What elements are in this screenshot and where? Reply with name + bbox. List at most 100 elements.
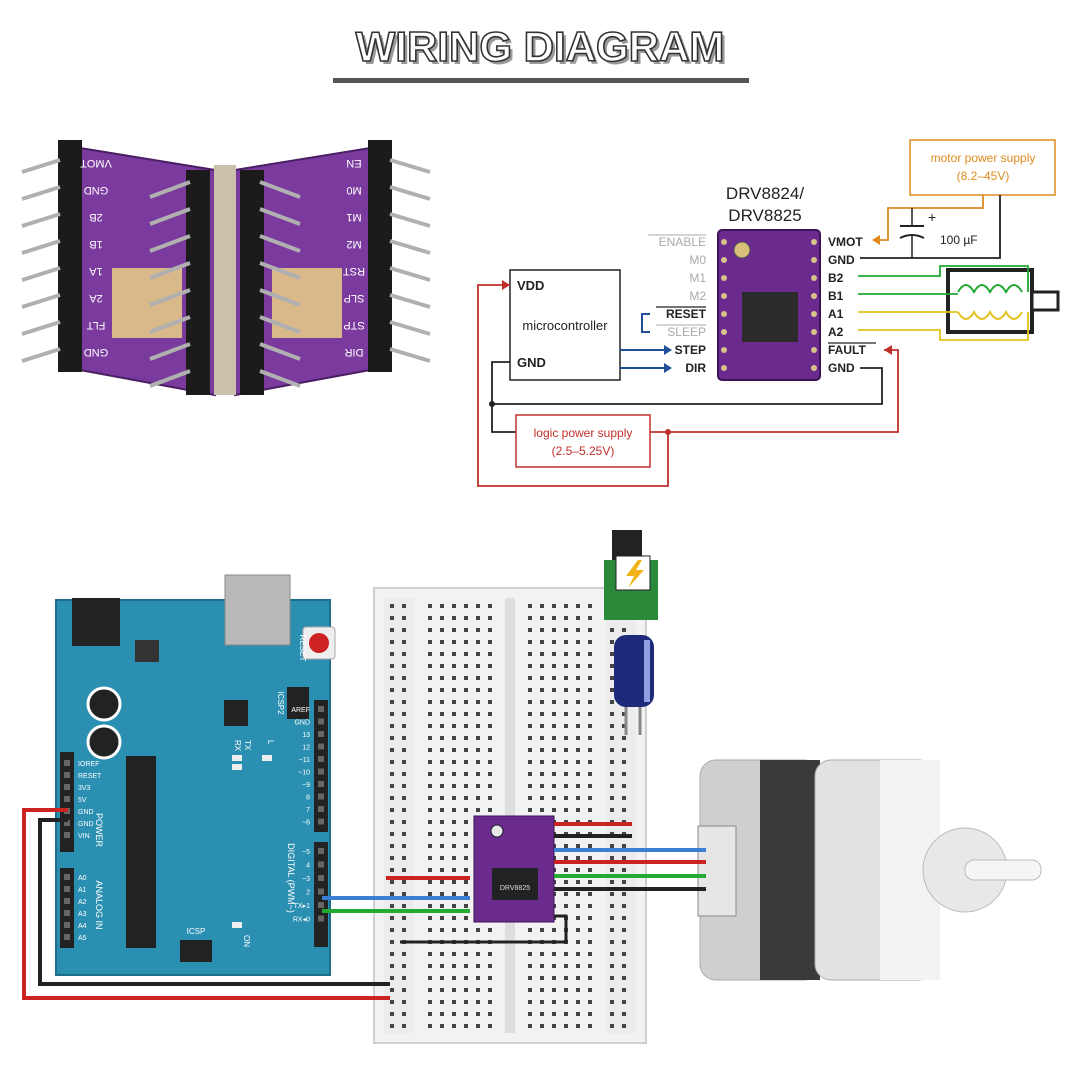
breadboard-hole	[540, 664, 544, 668]
breadboard-hole	[390, 760, 394, 764]
breadboard-hole	[488, 748, 492, 752]
breadboard-hole	[390, 916, 394, 920]
breadboard-hole	[452, 676, 456, 680]
breadboard-hole	[428, 712, 432, 716]
mcu-box	[509, 269, 621, 381]
breadboard-hole	[452, 724, 456, 728]
breadboard-hole	[564, 988, 568, 992]
chip-name-1: DRV8824/	[726, 184, 804, 203]
breadboard-hole	[528, 604, 532, 608]
board-pin-label: GND	[84, 184, 109, 196]
breadboard-hole	[622, 904, 626, 908]
breadboard-hole	[402, 616, 406, 620]
arduino-pin-label: A5	[78, 935, 87, 942]
breadboard-hole	[390, 856, 394, 860]
breadboard-hole	[528, 688, 532, 692]
header-pin	[149, 180, 191, 199]
drv-pot	[490, 824, 504, 838]
breadboard-hole	[622, 928, 626, 932]
right-pins	[259, 158, 431, 388]
breadboard-hole	[390, 664, 394, 668]
breadboard-hole	[528, 796, 532, 800]
schematic-pin-label: A1	[828, 307, 844, 321]
wire-b2	[858, 265, 1029, 292]
breadboard-hole	[622, 712, 626, 716]
breadboard-hole	[540, 640, 544, 644]
breadboard-hole	[390, 1024, 394, 1028]
chip-pin-dots	[721, 239, 817, 371]
breadboard-hole	[440, 676, 444, 680]
wire-gnd	[38, 818, 390, 986]
arduino-pin-label: 12	[302, 745, 310, 752]
breadboard-hole	[488, 952, 492, 956]
breadboard-hole	[452, 736, 456, 740]
breadboard-hole	[464, 784, 468, 788]
breadboard-hole	[402, 724, 406, 728]
arduino-pin-label: RESET	[78, 773, 102, 780]
board-pin-label: M0	[346, 184, 361, 196]
breadboard-hole	[440, 1000, 444, 1004]
breadboard-hole	[476, 1024, 480, 1028]
breadboard-hole	[564, 892, 568, 896]
breadboard-hole	[452, 700, 456, 704]
l-label: L	[266, 740, 275, 745]
breadboard-hole	[390, 640, 394, 644]
schematic-pin-label: M2	[689, 289, 706, 303]
cap-plus: +	[928, 209, 936, 225]
dc-jack-warning	[615, 555, 651, 591]
breadboard-hole	[622, 964, 626, 968]
schematic-pin-label: VMOT	[828, 235, 863, 249]
breadboard-hole	[402, 640, 406, 644]
breadboard-hole	[476, 976, 480, 980]
breadboard-hole	[440, 724, 444, 728]
breadboard-hole	[576, 724, 580, 728]
breadboard-hole	[610, 808, 614, 812]
title-shadow: WIRING DIAGRAM	[359, 26, 728, 73]
breadboard-hole	[622, 1024, 626, 1028]
header-pin	[21, 185, 61, 201]
breadboard-hole	[428, 676, 432, 680]
breadboard-hole	[452, 856, 456, 860]
breadboard-hole	[552, 772, 556, 776]
capacitor-1	[86, 686, 122, 722]
breadboard-hole	[588, 1012, 592, 1016]
breadboard-hole	[588, 604, 592, 608]
breadboard-hole	[540, 772, 544, 776]
breadboard-hole	[576, 844, 580, 848]
breadboard-hole	[390, 964, 394, 968]
header-hole	[318, 706, 324, 712]
breadboard-hole	[610, 640, 614, 644]
breadboard-hole	[588, 964, 592, 968]
icsp2-header	[287, 687, 309, 719]
header-pin	[259, 369, 301, 388]
breadboard-hole	[540, 712, 544, 716]
breadboard-hole	[528, 808, 532, 812]
breadboard-hole	[464, 856, 468, 860]
breadboard-hole	[564, 1024, 568, 1028]
arduino-pin-label: TX▸1	[294, 903, 310, 910]
breadboard-hole	[564, 712, 568, 716]
breadboard-hole	[452, 916, 456, 920]
wire-5v	[22, 808, 390, 1000]
breadboard-hole	[440, 652, 444, 656]
breadboard-hole	[588, 688, 592, 692]
vdd-arrow	[502, 280, 510, 290]
breadboard-hole	[440, 700, 444, 704]
breadboard-hole	[452, 652, 456, 656]
rx-label: RX	[233, 740, 242, 752]
arduino-pin-label: A4	[78, 923, 87, 930]
arduino-pin-label: GND	[294, 720, 310, 727]
reset-button[interactable]	[309, 633, 329, 653]
gnd-junction	[489, 401, 495, 407]
breadboard-hole	[390, 676, 394, 680]
breadboard-hole	[610, 844, 614, 848]
arduino-pin-label: VIN	[78, 833, 90, 840]
breadboard-hole	[564, 748, 568, 752]
breadboard-hole	[552, 988, 556, 992]
pin-hole	[811, 311, 817, 317]
breadboard-hole	[588, 868, 592, 872]
header-hole	[318, 731, 324, 737]
breadboard-hole	[428, 1000, 432, 1004]
breadboard-hole	[452, 616, 456, 620]
